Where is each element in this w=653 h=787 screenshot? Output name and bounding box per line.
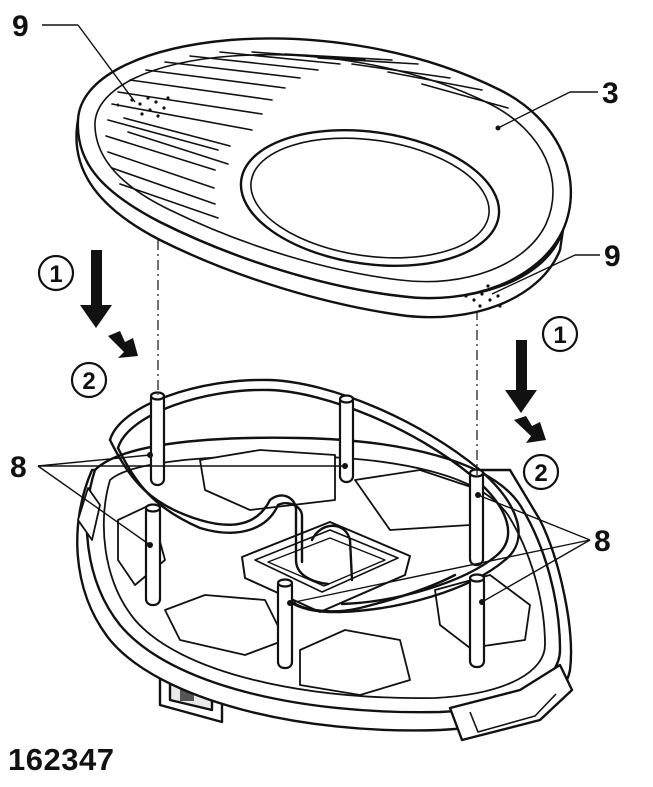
leader-lines bbox=[37, 24, 600, 604]
post-1 bbox=[149, 391, 166, 487]
callout-8-right: 8 bbox=[594, 525, 611, 558]
callout-9-top: 9 bbox=[12, 10, 29, 43]
down-arrow-icon bbox=[505, 340, 537, 413]
step-label-left-2: 2 bbox=[82, 368, 95, 395]
step-circles bbox=[37, 254, 579, 491]
step-label-right-2: 2 bbox=[534, 460, 547, 487]
post-2 bbox=[338, 394, 355, 484]
rack-posts bbox=[144, 391, 486, 670]
figure-code: 162347 bbox=[8, 742, 115, 777]
callout-labels: 9 3 9 8 8 bbox=[10, 10, 621, 558]
right-arrow-icon bbox=[514, 416, 546, 443]
marker-dots-top bbox=[130, 96, 170, 118]
base-tray bbox=[76, 436, 574, 742]
down-arrow-icon bbox=[80, 250, 112, 328]
step-label-right-1: 1 bbox=[553, 322, 566, 349]
callout-8-left: 8 bbox=[10, 451, 27, 484]
marker-dots-right bbox=[464, 284, 502, 308]
post-6 bbox=[468, 573, 486, 669]
step-circle-left-1 bbox=[37, 254, 75, 292]
grill-ridges bbox=[105, 51, 509, 219]
leader-dots bbox=[147, 125, 501, 606]
movement-arrows bbox=[80, 250, 546, 443]
post-3 bbox=[468, 468, 485, 567]
pan-rack bbox=[108, 378, 520, 614]
right-arrow-icon bbox=[108, 331, 138, 358]
step-label-left-1: 1 bbox=[49, 261, 62, 288]
post-5 bbox=[276, 578, 294, 670]
grill-plate bbox=[75, 37, 572, 319]
step-circle-left-2 bbox=[70, 361, 108, 399]
post-4 bbox=[144, 503, 162, 607]
step-circle-right-2 bbox=[522, 453, 560, 491]
step-circle-right-1 bbox=[541, 315, 579, 353]
callout-9-right: 9 bbox=[604, 240, 621, 273]
callout-3: 3 bbox=[602, 77, 619, 110]
step-labels: 1 2 1 2 bbox=[49, 261, 566, 487]
